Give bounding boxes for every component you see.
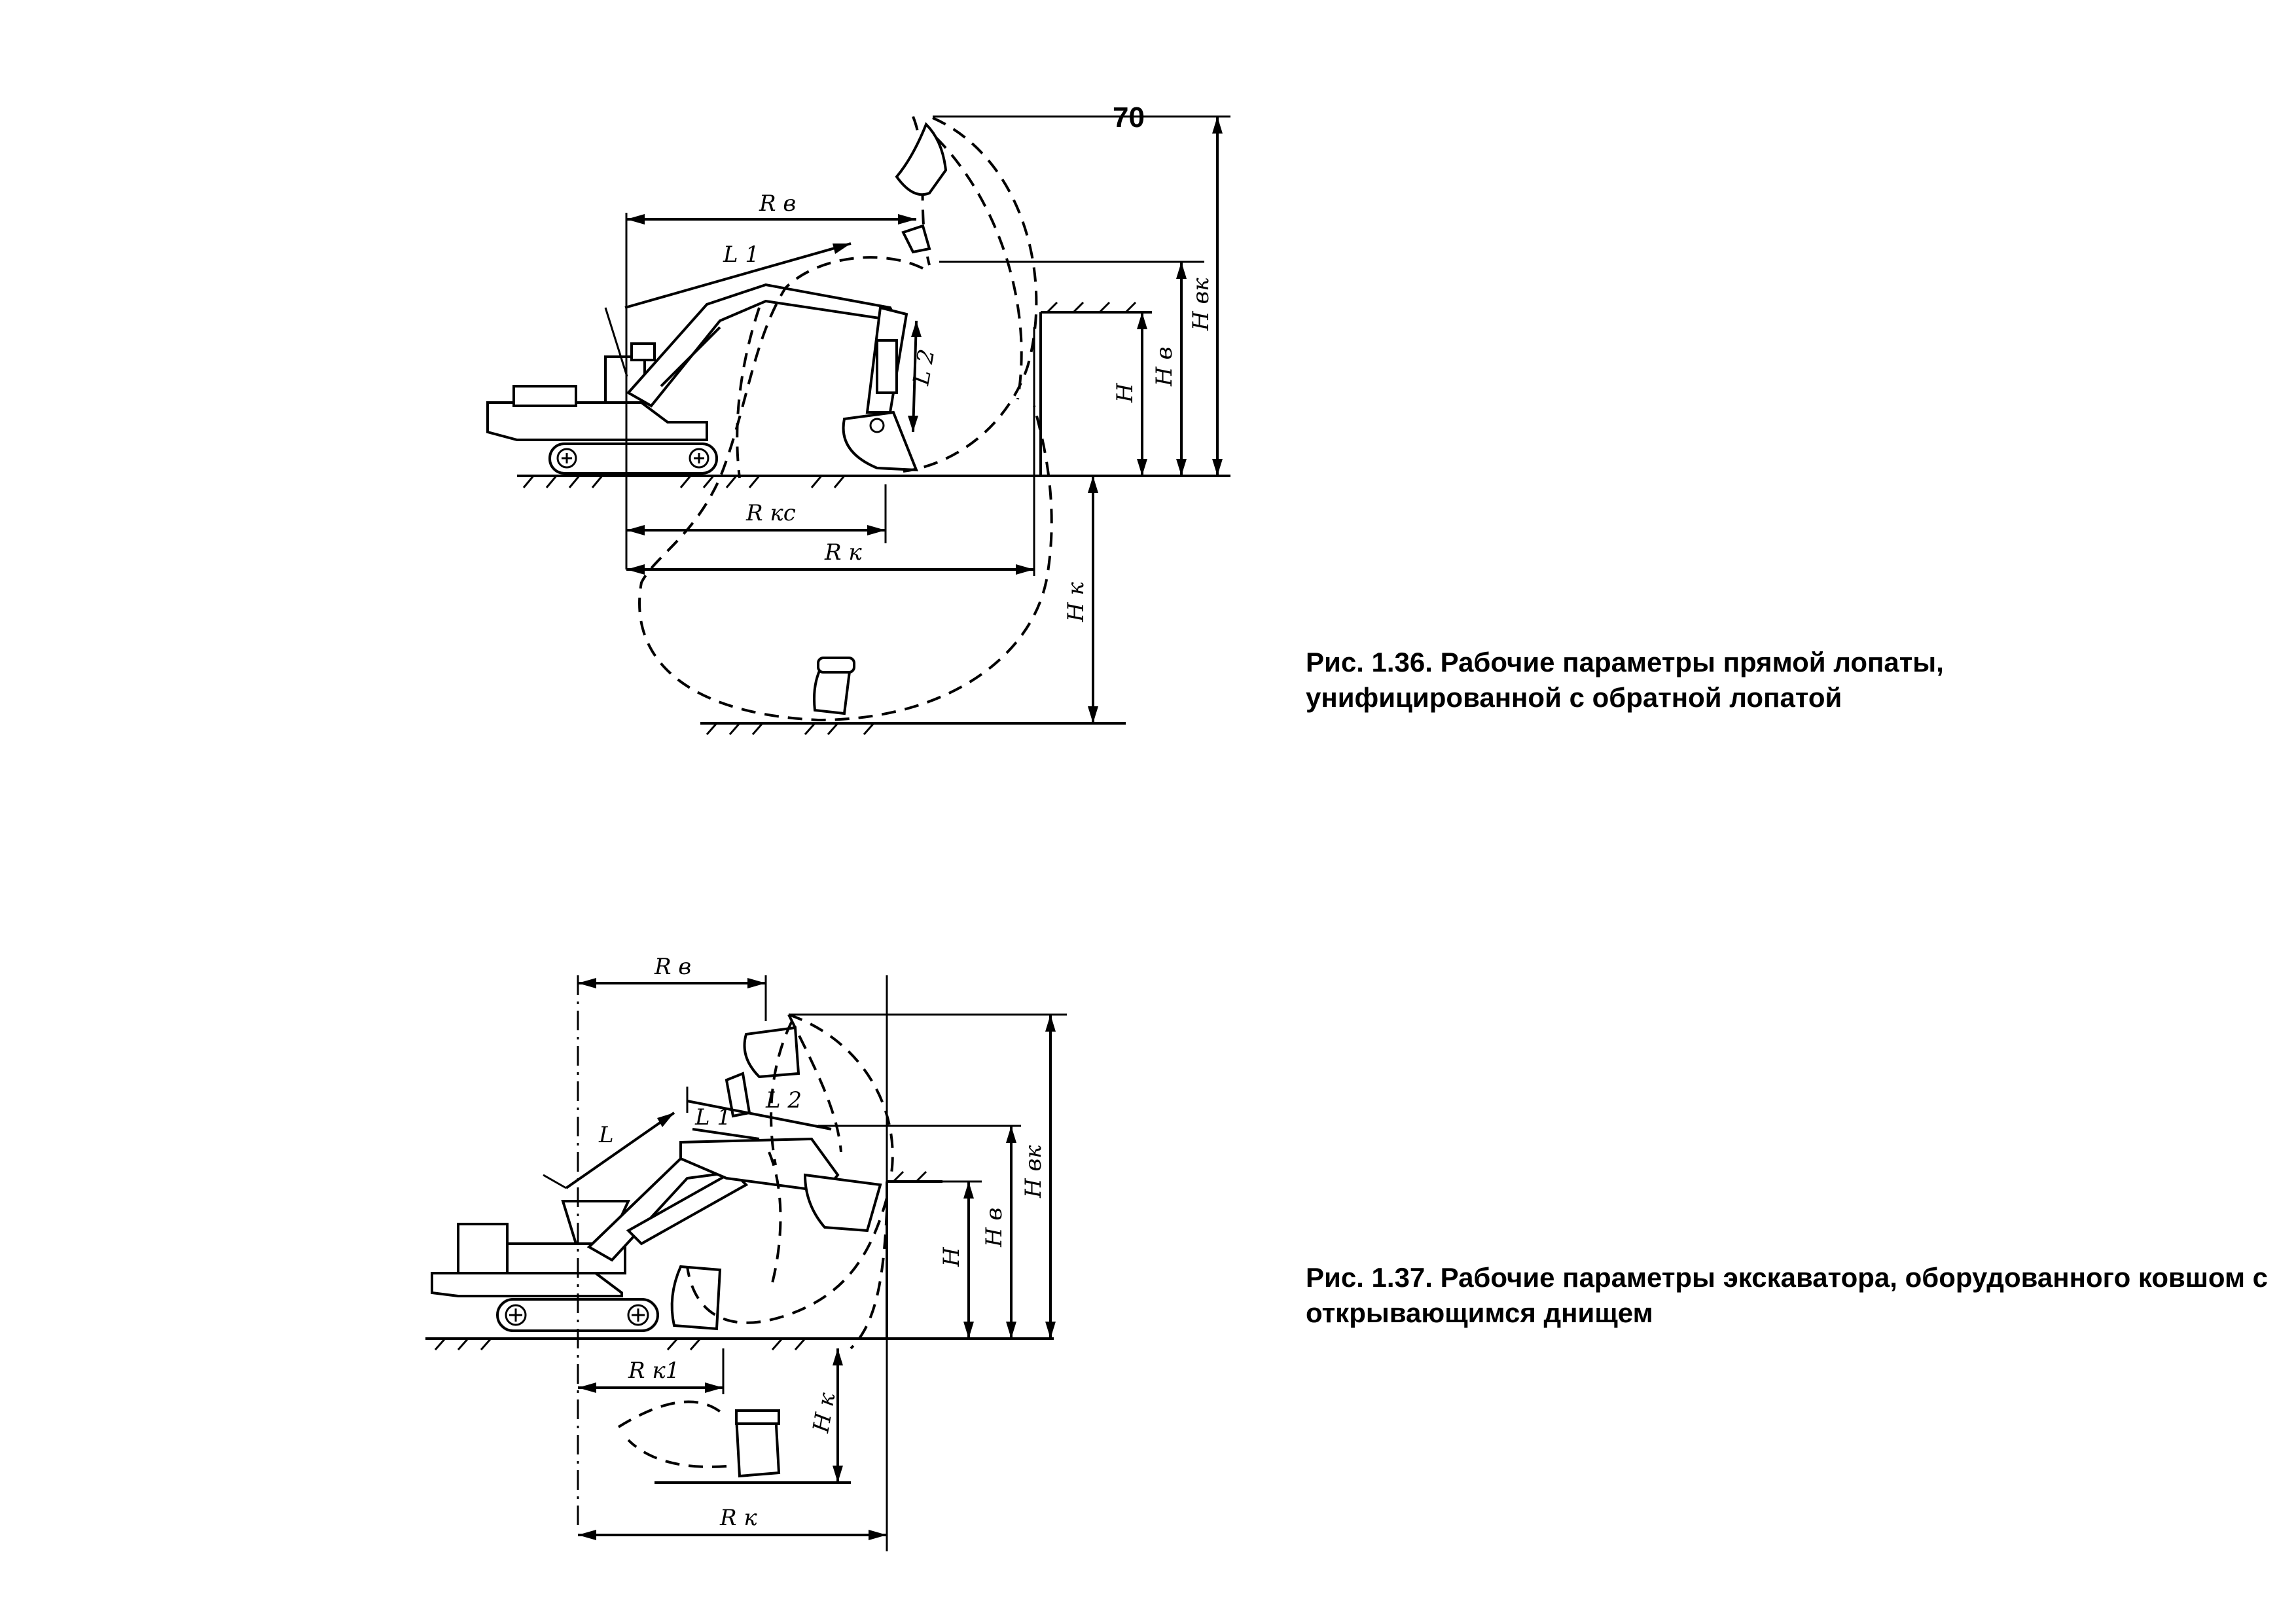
label-hk-1-36: H к	[1063, 582, 1089, 623]
label-rk-1-37: R к	[719, 1505, 757, 1531]
label-l1-1-37: L 1	[694, 1104, 731, 1130]
label-hvk-1-37: H вк	[1020, 1145, 1047, 1199]
label-l2-1-36: L 2	[908, 347, 940, 388]
label-h-1-37: H	[939, 1246, 965, 1267]
label-hk-1-37: H к	[808, 1390, 840, 1435]
figure-1-36-caption: Рис. 1.36. Рабочие параметры прямой лопа…	[1306, 647, 1944, 713]
label-rv-1-37: R в	[654, 954, 691, 980]
label-rk-1-36: R к	[824, 539, 862, 566]
label-rk1-1-37: R к1	[628, 1358, 679, 1384]
label-rkc-1-36: R кс	[745, 500, 796, 526]
label-h-1-36: H	[1112, 382, 1138, 403]
label-l-1-37: L	[598, 1122, 614, 1148]
label-hv-1-37: H в	[981, 1208, 1007, 1248]
label-rv-1-36: R в	[759, 190, 796, 217]
label-hv-1-36: H в	[1151, 347, 1177, 387]
label-l1-1-36: L 1	[723, 242, 759, 268]
label-l2-1-37: L 2	[765, 1087, 802, 1113]
figure-1-37-caption: Рис. 1.37. Рабочие параметры экскаватора…	[1306, 1262, 2269, 1328]
label-hvk-1-36: H вк	[1188, 278, 1214, 331]
